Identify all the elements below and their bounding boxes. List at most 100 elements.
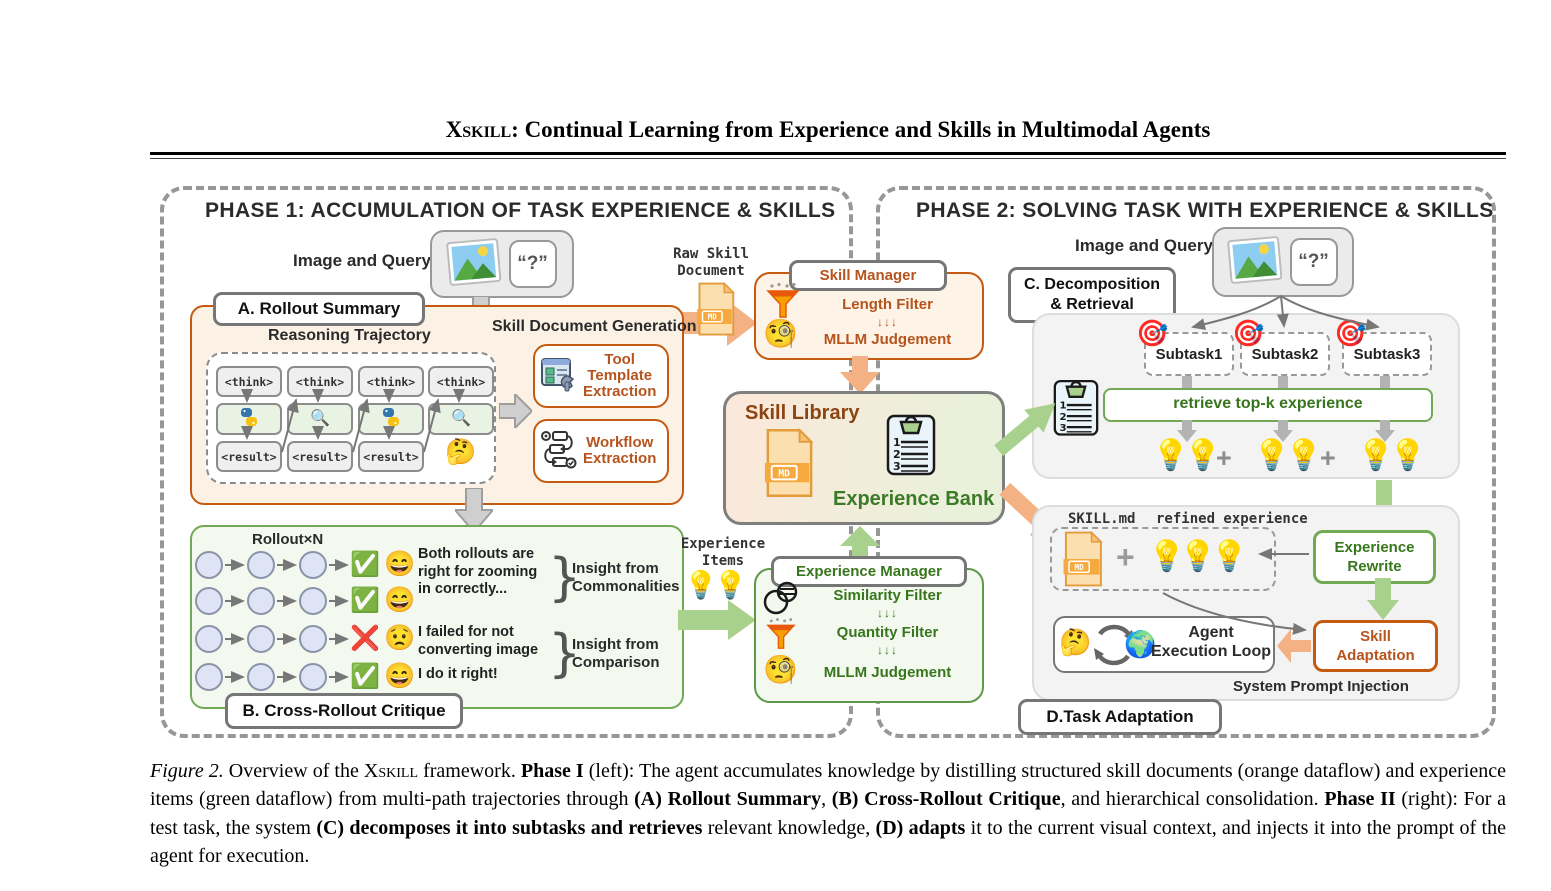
loop-arrows-icon [1090, 622, 1138, 673]
arrow-adaptation-to-loop [1277, 629, 1311, 663]
skill-doc-generation-label: Skill Document Generation [492, 318, 697, 335]
experience-manager-label: Experience Manager [771, 556, 967, 587]
raw-skill-doc-label: Raw Skill Document [673, 246, 749, 279]
md-file-icon: MD [1063, 531, 1103, 587]
svg-text:MD: MD [708, 313, 718, 322]
funnel-icon [766, 617, 796, 658]
tool-call-box [216, 403, 282, 435]
tool-template-box: Tool Template Extraction [533, 344, 669, 408]
title-rule-thick [150, 152, 1506, 155]
magnifier-icon: 🔍 [310, 410, 330, 427]
svg-text:1: 1 [893, 436, 901, 449]
svg-text:2: 2 [1059, 412, 1066, 423]
md-file-icon: MD [697, 282, 736, 336]
skill-md-label: SKILL.md [1068, 511, 1136, 527]
magnifier-icon: 🔍 [451, 410, 471, 427]
arrow-a-to-b [455, 488, 493, 532]
monocle-face-icon: 🧐 [763, 318, 798, 349]
monocle-face-icon: 🧐 [763, 654, 798, 685]
experience-bank-label: Experience Bank [833, 488, 995, 510]
connector [1182, 372, 1192, 389]
happy-face-icon: 😄 [384, 662, 416, 690]
rollout-step [299, 663, 327, 691]
svg-text:3: 3 [893, 460, 901, 473]
brace-comparison: } [548, 624, 582, 684]
sad-face-icon: 😟 [384, 624, 416, 652]
skill-library-label: Skill Library [745, 402, 860, 424]
rollout-step [195, 663, 223, 691]
rollout-step [247, 551, 275, 579]
critique-label: B. Cross-Rollout Critique [225, 693, 463, 729]
rollout-n-label: Rollout×N [252, 531, 324, 548]
experience-items-label: Experience Items [680, 536, 766, 569]
bulb-icons: 💡💡 [684, 570, 747, 600]
p1-image-query-box: “?” [430, 230, 574, 298]
bulb-icons: 💡💡 [1152, 439, 1222, 472]
reasoning-trajectory-label: Reasoning Trajectory [268, 327, 431, 344]
happy-face-icon: 😄 [384, 586, 416, 614]
success-icon: ✅ [350, 663, 380, 690]
connector-arrow [1177, 420, 1197, 442]
tool-template-icon [541, 356, 577, 397]
insight-comparison-label: Insight from Comparison [572, 636, 660, 671]
experience-rewrite-box: Experience Rewrite [1313, 530, 1436, 584]
rollout-step [195, 551, 223, 579]
brace-commonalities: } [548, 548, 582, 608]
mllm-judgement-step: MLLM Judgement [823, 331, 952, 348]
experience-manager-box [754, 568, 984, 703]
p1-image-query-label: Image and Query: [293, 251, 437, 270]
quantity-filter-step: Quantity Filter [836, 624, 939, 641]
task-adaptation-label: D.Task Adaptation [1018, 699, 1222, 735]
query-icon: “?” [1289, 238, 1338, 286]
target-icon: 🎯 [1334, 318, 1367, 348]
critique-quote-2: I failed for not converting image [418, 624, 539, 658]
plus-sign: + [1116, 539, 1135, 575]
subtask-3: Subtask3 [1342, 332, 1432, 376]
python-icon [381, 407, 401, 432]
query-icon: “?” [508, 240, 557, 288]
plus-sign: + [1320, 443, 1336, 473]
workflow-icon [540, 429, 578, 474]
rollout-summary-label: A. Rollout Summary [213, 292, 425, 326]
connector [1380, 372, 1390, 389]
thinking-face-icon: 🤔 [445, 438, 477, 466]
think-token: <think> [428, 366, 494, 397]
injection-payload-box [1050, 527, 1276, 591]
subtask-1: Subtask1 [1144, 332, 1234, 376]
svg-text:1: 1 [1059, 401, 1066, 412]
svg-text:MD: MD [778, 468, 790, 479]
skill-manager-label: Skill Manager [789, 260, 947, 291]
mllm-judgement-step: MLLM Judgement [823, 664, 952, 681]
globe-icon: 🌍 [1124, 629, 1157, 659]
subtask-2: Subtask2 [1240, 332, 1330, 376]
target-icon: 🎯 [1136, 318, 1169, 348]
svg-text:2: 2 [893, 448, 901, 461]
phase1-header: PHASE 1: ACCUMULATION OF TASK EXPERIENCE… [205, 199, 836, 222]
similarity-filter-step: Similarity Filter [833, 587, 942, 604]
critique-quote-3: I do it right! [418, 666, 498, 682]
think-token: <think> [358, 366, 424, 397]
zoom-tool-box: 🔍 [287, 403, 353, 435]
filter-arrows: ↓↓↓ [877, 606, 898, 620]
similarity-circles-icon [762, 580, 800, 621]
arrow-manager-to-library [840, 356, 880, 394]
success-icon: ✅ [350, 551, 380, 578]
happy-face-icon: 😄 [384, 550, 416, 578]
workflow-extraction-box: Workflow Extraction [533, 419, 669, 483]
connector-arrow [1375, 420, 1395, 442]
python-icon [239, 407, 259, 432]
agent-loop-label: Agent Execution Loop [1151, 624, 1271, 660]
arrow-exp-manager-to-library [840, 526, 880, 568]
system-prompt-injection-label: System Prompt Injection [1233, 678, 1409, 695]
svg-text:MD: MD [1074, 563, 1084, 572]
arrow-items-to-exp-manager [678, 600, 756, 640]
target-icon: 🎯 [1232, 318, 1265, 348]
p2-image-query-box: “?” [1212, 227, 1354, 297]
rollout-step [247, 625, 275, 653]
tool-call-box [358, 403, 424, 435]
plus-sign: + [1216, 443, 1232, 473]
think-token: <think> [216, 366, 282, 397]
